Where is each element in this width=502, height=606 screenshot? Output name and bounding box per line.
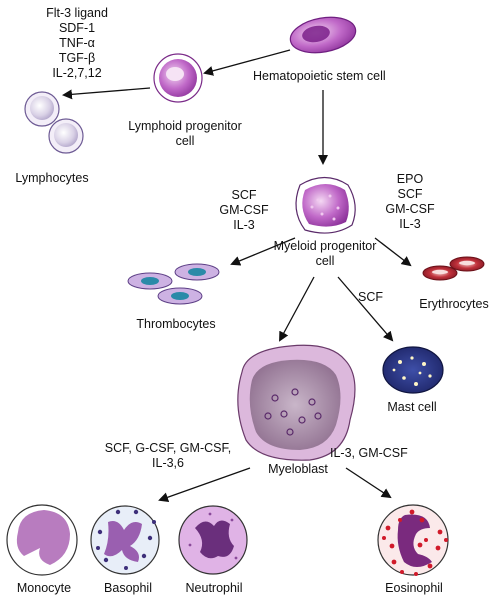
thrombocyte-cell-icon bbox=[127, 272, 173, 290]
lymphocytes-label: Lymphocytes bbox=[15, 171, 89, 185]
eosinophil-label: Eosinophil bbox=[385, 581, 443, 595]
hsc-cell-icon bbox=[289, 16, 357, 54]
erythrocyte-cell-icon bbox=[422, 265, 458, 281]
arrow-myeloblast-to-eosinophil bbox=[345, 467, 392, 499]
lymphoid-progenitor-cell-icon bbox=[153, 53, 203, 103]
factor-text: SCF bbox=[397, 187, 423, 201]
erythrocyte-cell-icon bbox=[449, 256, 485, 272]
arrow-hsc-to-lymphoid bbox=[203, 49, 291, 76]
factor-text: TNF-α bbox=[59, 36, 95, 50]
lymphocyte-cell-icon bbox=[24, 91, 60, 127]
myeloblast-label: Myeloblast bbox=[268, 462, 328, 476]
basophil-label: Basophil bbox=[104, 581, 152, 595]
label-line: cell bbox=[315, 254, 335, 268]
right-branch-factors: IL-3, GM-CSF bbox=[330, 446, 408, 460]
hsc-label: Hematopoietic stem cell bbox=[253, 69, 386, 83]
monocyte-label: Monocyte bbox=[16, 581, 72, 595]
myeloblast-cell-icon bbox=[237, 344, 356, 461]
arrow-myeloid-to-erythrocytes bbox=[374, 237, 412, 267]
label-line: Lymphoid progenitor bbox=[128, 119, 242, 133]
basophil-cell-icon bbox=[90, 505, 160, 575]
arrow-myeloblast-to-basophil bbox=[158, 467, 251, 503]
erythrocytes-label: Erythrocytes bbox=[419, 297, 489, 311]
factor-text: SDF-1 bbox=[58, 21, 96, 35]
eosinophil-cell-icon bbox=[377, 504, 449, 576]
arrow-lymphoid-to-lymphocytes bbox=[62, 87, 151, 100]
lymphoid-factors: Flt-3 ligand SDF-1 TNF-α TGF-β IL-2,7,12 bbox=[46, 6, 108, 81]
myeloid-progenitor-cell-icon bbox=[295, 176, 356, 234]
label-line: cell bbox=[175, 134, 195, 148]
arrow-myeloid-to-mast bbox=[337, 276, 394, 342]
thrombocytes-label: Thrombocytes bbox=[136, 317, 216, 331]
factor-text: Flt-3 ligand bbox=[46, 6, 108, 20]
factor-text: SCF bbox=[231, 188, 257, 202]
arrow-myeloid-to-myeloblast bbox=[279, 276, 315, 342]
factor-text: TGF-β bbox=[58, 51, 96, 65]
lymphoid-progenitor-label: Lymphoid progenitor cell bbox=[128, 119, 242, 149]
mast-cell-icon bbox=[382, 346, 444, 394]
label-line: Myeloid progenitor bbox=[273, 239, 377, 253]
factor-text: GM-CSF bbox=[219, 203, 269, 217]
neutrophil-label: Neutrophil bbox=[185, 581, 243, 595]
thrombocyte-factors: SCF GM-CSF IL-3 bbox=[219, 188, 268, 233]
factor-text: SCF, G-CSF, GM-CSF, bbox=[104, 441, 232, 455]
arrow-myeloid-to-thrombocytes bbox=[230, 237, 296, 266]
factor-text: IL-3 bbox=[233, 218, 255, 232]
erythrocyte-factors: EPO SCF GM-CSF IL-3 bbox=[385, 172, 434, 232]
lymphocyte-cell-icon bbox=[48, 118, 84, 154]
factor-text: EPO bbox=[396, 172, 424, 186]
thrombocyte-cell-icon bbox=[174, 263, 220, 281]
monocyte-cell-icon bbox=[6, 504, 78, 576]
factor-text: IL-3 bbox=[399, 217, 421, 231]
neutrophil-cell-icon bbox=[178, 505, 248, 575]
thrombocyte-cell-icon bbox=[157, 287, 203, 305]
mast-factor-label: SCF bbox=[358, 290, 383, 304]
left-branch-factors: SCF, G-CSF, GM-CSF, IL-3,6 bbox=[105, 441, 231, 471]
factor-text: IL-3,6 bbox=[152, 456, 184, 470]
factor-text: IL-2,7,12 bbox=[52, 66, 102, 80]
mast-cell-label: Mast cell bbox=[387, 400, 437, 414]
factor-text: GM-CSF bbox=[385, 202, 435, 216]
myeloid-progenitor-label: Myeloid progenitor cell bbox=[274, 239, 377, 269]
